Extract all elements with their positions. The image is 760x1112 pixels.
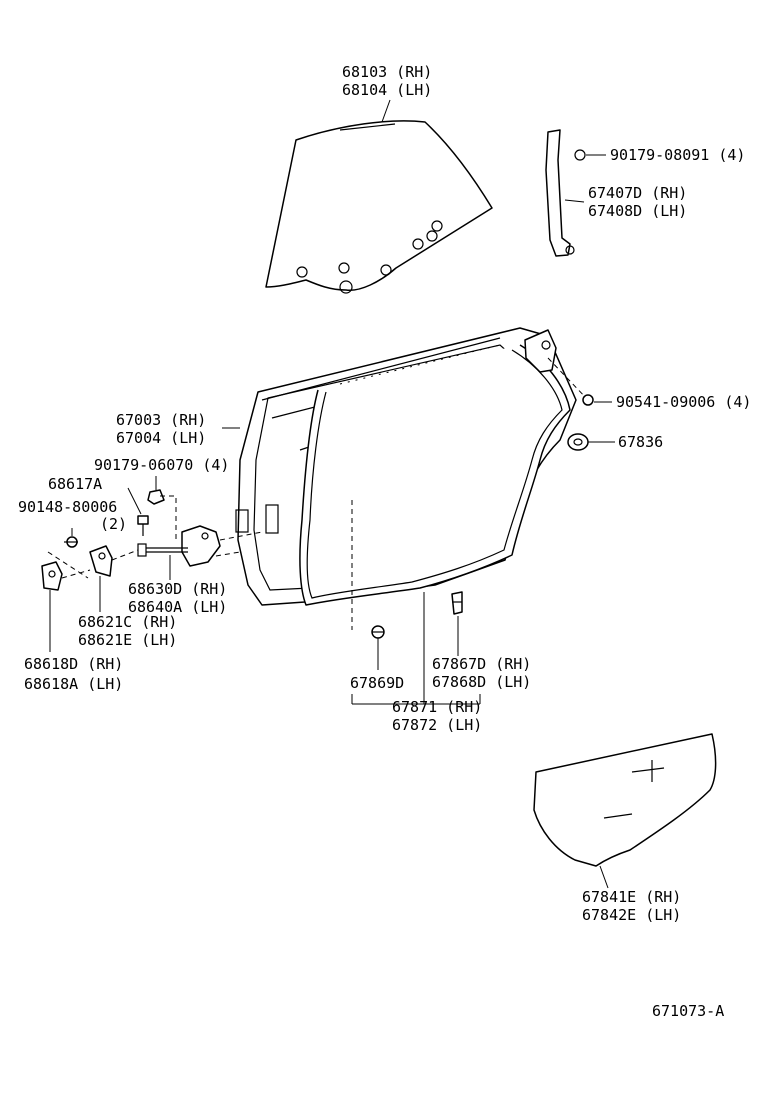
- service-hole-cover[interactable]: [533, 733, 717, 867]
- leader-service-cover: [599, 865, 609, 889]
- door-weatherstrip[interactable]: [299, 344, 571, 606]
- dash-bracket-screw: [547, 357, 589, 401]
- label-glass-rh: 68103 (RH): [342, 63, 432, 81]
- door-glass[interactable]: [265, 120, 493, 294]
- label-weatherstrip-rh: 67871 (RH): [392, 698, 482, 716]
- label-clip-rh: 67867D (RH): [432, 655, 531, 673]
- dash-check-panel: [219, 531, 263, 541]
- label-panel-rh: 67003 (RH): [116, 411, 206, 429]
- clip-67867d[interactable]: [451, 591, 463, 615]
- nut-90179-06070[interactable]: [147, 489, 165, 505]
- upper-bracket[interactable]: [524, 329, 557, 373]
- dash-check-panel-2: [215, 551, 241, 557]
- label-nut-90179-06070: 90179-06070 (4): [94, 456, 229, 474]
- hole-cover[interactable]: [567, 433, 589, 451]
- label-clip-lh: 67868D (LH): [432, 673, 531, 691]
- door-check[interactable]: [137, 525, 221, 567]
- label-screw-90148: 90148-80006: [18, 498, 117, 516]
- upper-hinge[interactable]: [89, 545, 113, 577]
- label-check-rh: 68630D (RH): [128, 580, 227, 598]
- figure-code: 671073-A: [652, 1002, 724, 1020]
- leader-channel: [564, 199, 585, 203]
- screw-90541[interactable]: [582, 394, 594, 406]
- label-cover-lh: 67842E (LH): [582, 906, 681, 924]
- label-panel-lh: 67004 (LH): [116, 429, 206, 447]
- lower-hinge[interactable]: [41, 561, 63, 591]
- dash-nut-check: [160, 495, 177, 540]
- label-cover-rh: 67841E (RH): [582, 888, 681, 906]
- leader-glass: [381, 99, 391, 123]
- leader-68617a: [127, 487, 142, 515]
- clip-67869d[interactable]: [371, 625, 385, 639]
- label-hinge-lower-rh: 68618D (RH): [24, 655, 123, 673]
- label-weatherstrip-lh: 67872 (LH): [392, 716, 482, 734]
- label-channel-rh: 67407D (RH): [588, 184, 687, 202]
- label-screw-90541: 90541-09006 (4): [616, 393, 751, 411]
- label-check-lh: 68640A (LH): [128, 598, 227, 616]
- label-68617a: 68617A: [48, 475, 102, 493]
- dash-lower-hinge-2: [61, 569, 91, 579]
- dash-lower-hinge: [47, 551, 89, 579]
- dash-upper-hinge: [111, 549, 139, 561]
- label-bolt-90179-08091: 90179-08091 (4): [610, 146, 745, 164]
- label-clip-67869d: 67869D: [350, 674, 404, 692]
- label-channel-lh: 67408D (LH): [588, 202, 687, 220]
- label-glass-lh: 68104 (LH): [342, 81, 432, 99]
- screw-90148-80006[interactable]: [64, 536, 78, 548]
- label-hinge-lower-lh: 68618A (LH): [24, 675, 123, 693]
- label-hole-cover: 67836: [618, 433, 663, 451]
- label-hinge-upper-lh: 68621E (LH): [78, 631, 177, 649]
- label-hinge-upper-rh: 68621C (RH): [78, 613, 177, 631]
- label-screw-90148-qty: (2): [100, 515, 127, 533]
- window-channel[interactable]: [545, 129, 586, 257]
- part-68617a[interactable]: [137, 515, 149, 536]
